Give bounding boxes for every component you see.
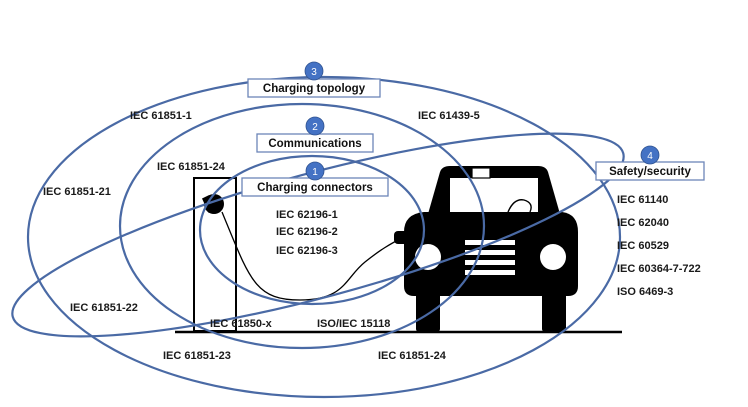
standard-label: IEC 61851-22 xyxy=(70,302,138,314)
standard-label: IEC 61850-x xyxy=(210,318,273,330)
topology-ring xyxy=(26,75,622,399)
standard-label: IEC 61439-5 xyxy=(418,110,480,122)
standard-label: IEC 62040 xyxy=(617,217,669,229)
category-badge xyxy=(640,145,660,165)
standard-label: IEC 61851-24 xyxy=(157,161,226,173)
communications-ring xyxy=(118,102,486,350)
category-number: 3 xyxy=(311,67,317,78)
category-badge xyxy=(304,61,324,81)
category-safety-security: Safety/security 4 xyxy=(595,145,705,181)
safety-ring xyxy=(11,132,625,338)
standard-label: ISO/IEC 15118 xyxy=(317,318,390,330)
standard-label: IEC 61851-24 xyxy=(378,350,447,362)
standard-label: IEC 62196-2 xyxy=(276,226,338,238)
standard-label: IEC 61851-21 xyxy=(43,186,111,198)
category-label: Charging connectors xyxy=(257,182,373,194)
category-badge xyxy=(305,161,325,181)
category-label: Safety/security xyxy=(609,166,691,178)
standard-label: IEC 62196-1 xyxy=(276,209,338,221)
standard-label: IEC 60529 xyxy=(617,240,669,252)
category-label: Communications xyxy=(268,138,361,150)
category-number: 4 xyxy=(647,151,653,162)
standard-label: IEC 61140 xyxy=(617,194,668,206)
standard-label: IEC 61851-23 xyxy=(163,350,231,362)
category-label: Charging topology xyxy=(263,83,366,95)
category-communications: Communications 2 xyxy=(256,116,374,153)
category-charging-connectors: Charging connectors 1 xyxy=(241,161,389,197)
category-number: 2 xyxy=(312,122,318,133)
category-charging-topology: Charging topology 3 xyxy=(247,61,381,98)
standard-label: IEC 60364-7-722 xyxy=(617,263,701,275)
standard-label: IEC 62196-3 xyxy=(276,245,338,257)
standard-label: IEC 61851-1 xyxy=(130,110,192,122)
connectors-ring xyxy=(198,154,426,306)
electric-car-icon xyxy=(394,166,578,332)
category-number: 1 xyxy=(312,167,318,178)
category-badge xyxy=(305,116,325,136)
standard-label: ISO 6469-3 xyxy=(617,286,673,298)
